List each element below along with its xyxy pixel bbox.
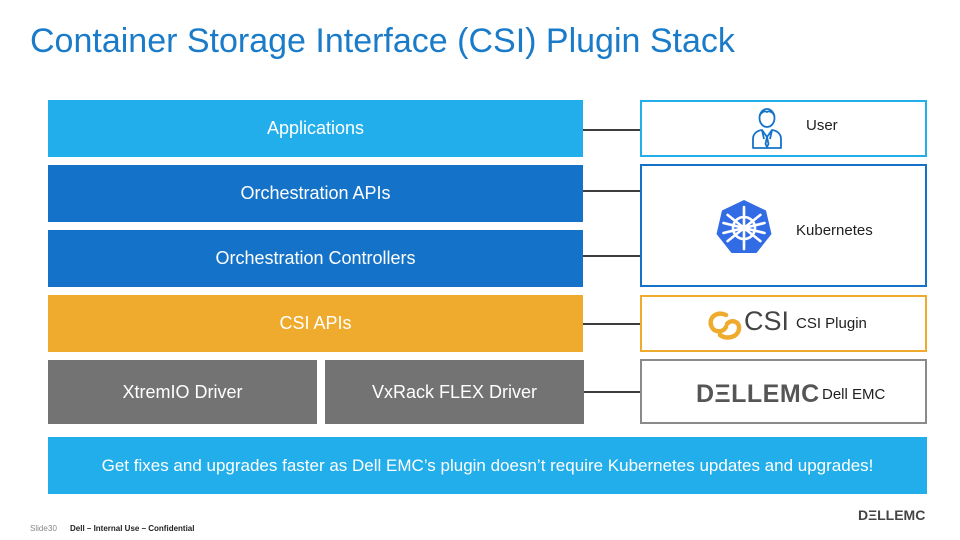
connector-orchestration-controllers — [583, 255, 640, 257]
dell-emc-box — [640, 359, 927, 424]
xtremio-driver-layer: XtremIO Driver — [48, 360, 317, 424]
csi-apis-layer: CSI APIs — [48, 295, 583, 352]
user-box — [640, 100, 927, 157]
message-banner: Get fixes and upgrades faster as Dell EM… — [48, 437, 927, 494]
kubernetes-icon — [716, 200, 772, 253]
footer-dellemc-logo: DΞLLEMC — [858, 507, 926, 523]
dell-emc-label: Dell EMC — [822, 386, 886, 403]
user-label: User — [806, 117, 838, 134]
applications-layer: Applications — [48, 100, 583, 157]
kubernetes-box — [640, 164, 927, 287]
orchestration-controllers-layer: Orchestration Controllers — [48, 230, 583, 287]
slide-number: 30 — [48, 524, 57, 533]
connector-drivers — [584, 391, 640, 393]
vxrack-driver-layer: VxRack FLEX Driver — [325, 360, 584, 424]
csi-logo-text: CSI — [744, 306, 790, 336]
user-icon — [752, 108, 782, 149]
slide-label: Slide — [30, 524, 48, 533]
kubernetes-label: Kubernetes — [796, 222, 873, 239]
csi-plugin-box — [640, 295, 927, 352]
connector-csi-apis — [583, 323, 640, 325]
orchestration-apis-layer: Orchestration APIs — [48, 165, 583, 222]
classification-label: Dell – Internal Use – Confidential — [70, 524, 195, 533]
dellemc-logo: DΞLLEMC — [696, 380, 820, 408]
slide-title: Container Storage Interface (CSI) Plugin… — [30, 22, 735, 60]
csi-logo-icon — [708, 311, 742, 340]
connector-orchestration-apis — [583, 190, 640, 192]
csi-plugin-label: CSI Plugin — [796, 315, 867, 332]
connector-applications — [583, 129, 640, 131]
